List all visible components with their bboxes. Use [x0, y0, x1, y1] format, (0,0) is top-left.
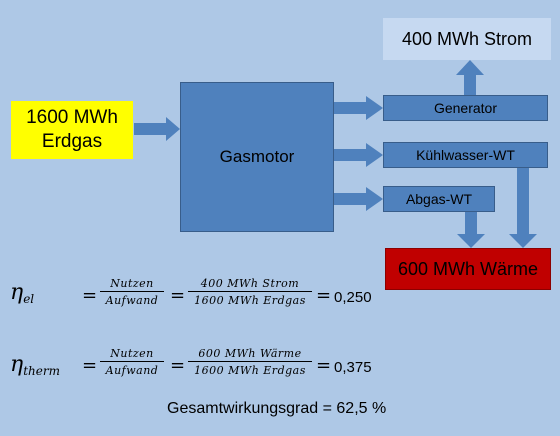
- arrow-to-abgas: [334, 187, 383, 211]
- arrow-kuehlwasser-to-waerme: [509, 168, 537, 248]
- output-waerme-box: 600 MWh Wärme: [385, 248, 551, 290]
- output-strom-box: 400 MWh Strom: [383, 18, 551, 60]
- eq-therm-equals-3: =: [316, 355, 332, 376]
- eq-therm-equals-2: =: [170, 355, 186, 376]
- input-line1: 1600 MWh: [26, 107, 118, 128]
- eq-therm-frac2-den: 1600 MWh Erdgas: [194, 364, 306, 377]
- gasmotor-box: Gasmotor: [180, 82, 334, 232]
- kuehlwasser-box: Kühlwasser-WT: [383, 142, 548, 168]
- kuehlwasser-label: Kühlwasser-WT: [416, 147, 515, 163]
- eq-therm-value: 0,375: [334, 359, 372, 376]
- total-efficiency: Gesamtwirkungsgrad = 62,5 %: [167, 400, 387, 417]
- arrow-to-strom: [456, 60, 484, 95]
- eq-therm-frac1-den: Aufwand: [105, 364, 159, 377]
- eta-therm-symbol: ηtherm: [10, 352, 60, 378]
- eq-el-equals-2: =: [170, 285, 186, 306]
- output-waerme-label: 600 MWh Wärme: [397, 258, 539, 279]
- eq-el-frac2-num: 400 MWh Strom: [188, 277, 312, 292]
- abgas-box: Abgas-WT: [383, 186, 495, 212]
- arrow-to-kuehlwasser: [334, 143, 383, 167]
- eq-therm-frac2-num: 600 MWh Wärme: [188, 347, 312, 362]
- arrow-input-to-gasmotor: [134, 117, 180, 141]
- generator-box: Generator: [383, 95, 548, 121]
- output-strom-label: 400 MWh Strom: [401, 28, 533, 49]
- eq-therm-fraction-1: Nutzen Aufwand: [100, 347, 164, 377]
- eta-el-symbol: ηel: [10, 280, 35, 306]
- generator-label: Generator: [433, 100, 498, 116]
- abgas-label: Abgas-WT: [405, 191, 473, 207]
- eq-el-equals-1: =: [82, 285, 98, 306]
- eq-el-fraction-1: Nutzen Aufwand: [100, 277, 164, 307]
- eq-el-frac1-num: Nutzen: [100, 277, 164, 292]
- eq-el-frac1-den: Aufwand: [105, 294, 159, 307]
- input-erdgas-box: 1600 MWh Erdgas: [11, 101, 133, 159]
- eq-el-value: 0,250: [334, 289, 372, 306]
- input-line2: Erdgas: [41, 131, 103, 152]
- eq-therm-equals-1: =: [82, 355, 98, 376]
- eq-therm-frac1-num: Nutzen: [100, 347, 164, 362]
- eq-el-frac2-den: 1600 MWh Erdgas: [194, 294, 306, 307]
- eq-el-equals-3: =: [316, 285, 332, 306]
- arrow-to-generator: [334, 96, 383, 120]
- arrow-abgas-to-waerme: [457, 212, 485, 248]
- eq-el-fraction-2: 400 MWh Strom 1600 MWh Erdgas: [188, 277, 312, 307]
- gasmotor-label: Gasmotor: [219, 147, 295, 166]
- eq-therm-fraction-2: 600 MWh Wärme 1600 MWh Erdgas: [188, 347, 312, 377]
